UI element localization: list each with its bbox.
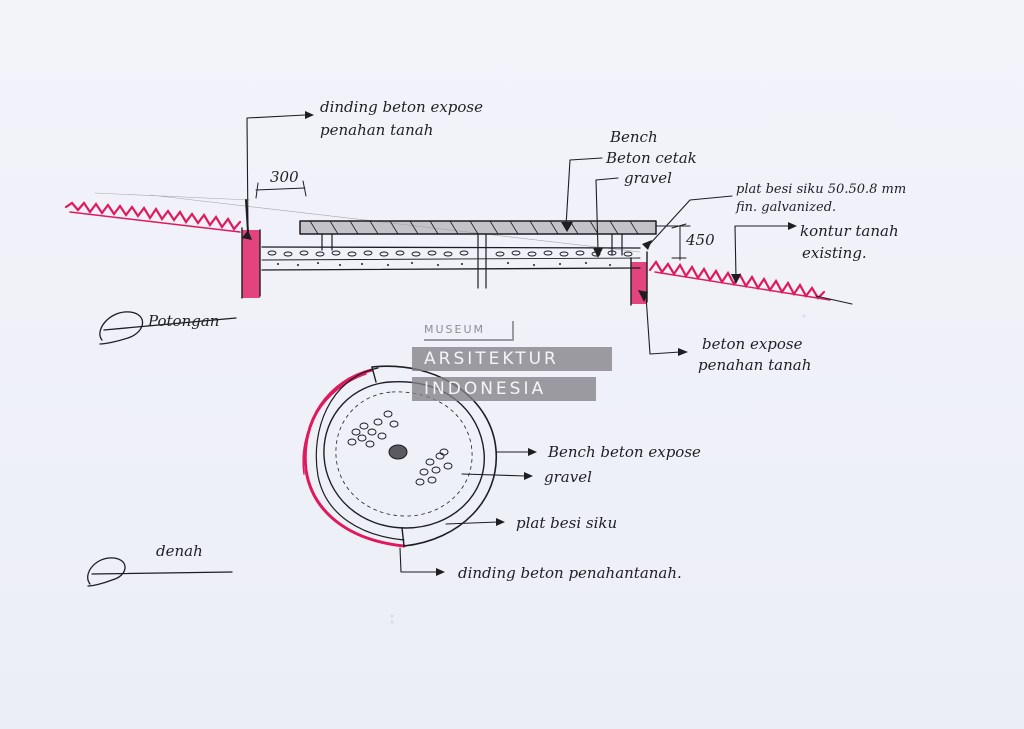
label-plate-1: plat besi siku 50.50.8 mm [736, 182, 906, 197]
leader-retaining-wall-left: dinding beton expose penahan tanah [242, 98, 483, 240]
retaining-wall-left [241, 199, 261, 299]
bench-slab [299, 220, 657, 289]
ground-hatch-right [648, 260, 853, 305]
label-bench-1: Bench [609, 128, 658, 146]
label-retaining-wall-left-2: penahan tanah [320, 121, 433, 139]
label-gravel-section: gravel [624, 169, 672, 187]
plan-drawing: Bench beton expose gravel plat besi siku… [87, 365, 701, 587]
plan-bench-outer [371, 365, 497, 547]
dimension-450: 450 [655, 223, 715, 261]
label-contour-1: kontur tanah [800, 222, 899, 240]
leader-plan-plate: plat besi siku [445, 514, 617, 532]
plan-gravel [347, 410, 453, 486]
plan-gravel-edge [335, 391, 473, 517]
museum-watermark: MUSEUM ARSITEKTUR INDONESIA [411, 321, 616, 405]
plan-bench-inner [323, 381, 485, 529]
leader-retaining-wall-right: beton expose penahan tanah [638, 290, 811, 374]
label-contour-2: existing. [802, 244, 867, 262]
leader-plan-wall: dinding beton penahantanah. [399, 547, 682, 582]
leader-gravel: gravel [593, 169, 672, 258]
section-drawing: 300 450 dinding beton expose penahan tan… [64, 98, 906, 374]
paper-show-through [390, 314, 806, 624]
label-plan-gravel: gravel [544, 468, 592, 486]
dimension-450-label: 450 [685, 231, 715, 249]
watermark-arsitektur: ARSITEKTUR [412, 347, 612, 371]
section-title: Potongan [99, 311, 237, 345]
plan-red-wall [303, 368, 406, 548]
ground-hatch-left [64, 201, 242, 233]
dimension-300: 300 [255, 168, 307, 199]
plan-center-element [388, 444, 408, 460]
dimension-300-label: 300 [270, 168, 299, 186]
label-retaining-wall-right-1: beton expose [702, 335, 803, 353]
plan-title-label: denah [156, 542, 203, 560]
label-plan-plate: plat besi siku [516, 514, 617, 532]
watermark-museum: MUSEUM [424, 321, 514, 341]
section-title-label: Potongan [147, 312, 219, 330]
leader-contour: kontur tanah existing. [731, 222, 899, 284]
leader-bench: Bench Beton cetak [561, 128, 697, 232]
leader-plan-bench: Bench beton expose [495, 443, 701, 461]
leader-plate: plat besi siku 50.50.8 mm fin. galvanize… [642, 182, 906, 250]
gravel-layer [261, 246, 641, 271]
label-bench-2: Beton cetak [605, 149, 697, 167]
label-retaining-wall-right-2: penahan tanah [698, 356, 811, 374]
watermark-indonesia: INDONESIA [412, 377, 596, 401]
label-plan-wall: dinding beton penahantanah. [458, 564, 682, 582]
plan-title: denah [87, 542, 233, 587]
label-retaining-wall-left-1: dinding beton expose [320, 98, 483, 116]
label-plan-bench: Bench beton expose [547, 443, 701, 461]
leader-plan-gravel: gravel [461, 468, 592, 486]
label-plate-2: fin. galvanized. [735, 200, 836, 215]
